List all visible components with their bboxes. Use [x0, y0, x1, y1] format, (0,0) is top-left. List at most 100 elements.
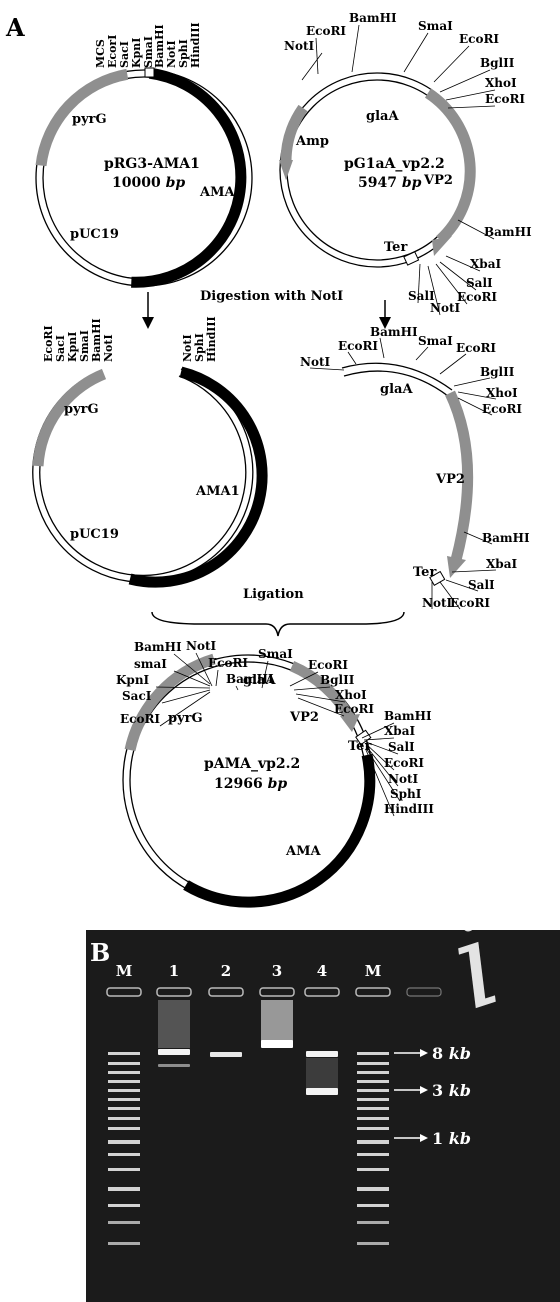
plasmid2-site-sali: SalI	[466, 276, 493, 290]
cut2-vp2-segment	[445, 390, 474, 562]
gel-ladder-band	[108, 1107, 140, 1110]
gel-ladder-band	[108, 1204, 140, 1207]
plasmid3-site-bglii: BglII	[320, 673, 355, 687]
plasmid2-size-unit: bp	[402, 175, 422, 191]
gel-ladder-band	[108, 1071, 140, 1074]
site-leader-line	[463, 531, 493, 545]
cut1-site-sphi: SphI	[193, 333, 206, 362]
gel-ladder-band	[357, 1071, 389, 1074]
plasmid-pg1aa-vp2: glaA Amp pG1aA_vp2.2 5947 bp VP2 Ter Not…	[279, 11, 532, 316]
cut1-ama1-label: AMA1	[195, 484, 240, 499]
gel-well	[355, 987, 391, 997]
plasmid1-site-mcs: MCS	[94, 39, 107, 68]
gel-ladder-band	[108, 1153, 140, 1156]
gel-marker-value: 1	[432, 1129, 449, 1148]
gel-smear	[306, 1058, 338, 1088]
plasmid3-site-hindiii: HindIII	[384, 802, 434, 816]
gel-band	[158, 1064, 190, 1067]
site-leader-line	[445, 255, 481, 272]
plasmid3-ama-segment	[183, 753, 376, 908]
plasmid3-site-bamhi: BamHI	[226, 672, 274, 686]
site-leader-line	[445, 579, 479, 592]
gel-well	[406, 987, 442, 997]
site-leader-line	[365, 747, 401, 802]
site-leader-line	[365, 745, 399, 787]
gel-ladder-band	[108, 1140, 140, 1144]
plasmid1-ama1-label: AMA1	[199, 185, 244, 200]
plasmid1-puc19-label: pUC19	[70, 227, 119, 242]
cut2-site-noti: NotI	[422, 596, 453, 610]
gel-marker-value: 8	[432, 1044, 449, 1063]
plasmid1-size-unit: bp	[166, 175, 186, 191]
gel-lane-label-4: 3	[272, 962, 282, 980]
site-leader-line	[301, 52, 323, 81]
cut2-site-xhoi: XhoI	[486, 386, 518, 400]
plasmid1-ama1-segment	[131, 67, 247, 288]
plasmid1-pyrg-label: pyrG	[72, 112, 107, 127]
plasmid3-site-ecori: EcoRI	[208, 656, 248, 670]
plasmid3-ter-label: Ter	[348, 739, 371, 754]
plasmid3-vp2-label: VP2	[289, 710, 319, 725]
gel-ladder-band	[357, 1062, 389, 1065]
plasmid3-vp2-arrowhead	[340, 714, 360, 732]
cut2-vp2-label: VP2	[435, 472, 465, 487]
plasmid3-site-sphi: SphI	[390, 787, 422, 801]
gel-ladder-band	[357, 1127, 389, 1130]
cut1-pyrg-label: pyrG	[64, 402, 99, 417]
plasmid2-glaa-label: glaA	[366, 109, 399, 124]
site-leader-line	[433, 45, 470, 83]
site-leader-line	[155, 686, 211, 689]
plasmid2-site-xbai: XbaI	[470, 257, 501, 271]
plasmid2-site-ecori: EcoRI	[457, 290, 497, 304]
gel-band	[210, 1052, 242, 1057]
gel-marker-label-1kb: 1 kb	[432, 1129, 471, 1148]
cut2-site-ecori: EcoRI	[482, 402, 522, 416]
cut2-site-bglii: BglII	[480, 365, 515, 379]
gel-ladder-band	[108, 1221, 140, 1224]
plasmid3-site-labels: BamHIsmaIKpnISacIEcoRINotIEcoRIBamHISmaI…	[116, 639, 434, 817]
cut2-site-xbai: XbaI	[486, 557, 517, 571]
gel-marker-unit: kb	[449, 1044, 471, 1063]
plasmid3-size-value: 12966	[214, 776, 263, 792]
cut2-site-bamhi: BamHI	[370, 325, 418, 339]
site-leader-line	[427, 265, 441, 316]
plasmid2-site-bamhi: BamHI	[484, 225, 532, 239]
plasmid2-site-sali: SalI	[408, 289, 435, 303]
cut2-vp2-arrowhead	[447, 556, 466, 578]
gel-marker-unit: kb	[449, 1081, 471, 1100]
plasmid2-site-ecori: EcoRI	[306, 24, 346, 38]
plasmid2-site-smai: SmaI	[418, 19, 453, 33]
gel-ladder-band	[357, 1117, 389, 1120]
site-leader-line	[195, 652, 213, 687]
site-leader-line	[417, 263, 421, 304]
plasmid1-site-ecori: EcorI	[106, 35, 119, 68]
plasmid3-size-unit: bp	[268, 776, 288, 792]
gel-band	[158, 1049, 190, 1055]
gel-ladder-band	[108, 1098, 140, 1101]
gel-ladder-band	[357, 1080, 389, 1083]
gel-smear	[158, 1000, 190, 1048]
gel-ladder-band	[357, 1153, 389, 1156]
site-leader-line	[361, 722, 395, 739]
gel-lane-label-5: 4	[317, 962, 327, 980]
plasmid3-site-ecori: EcoRI	[120, 712, 160, 726]
site-leader-line	[293, 686, 331, 691]
cut1-site-noti: NotI	[102, 334, 115, 362]
plasmid2-amp-label: Amp	[295, 134, 329, 149]
site-leader-line	[295, 693, 346, 703]
site-leader-line	[415, 346, 429, 361]
site-leader-line	[161, 689, 211, 704]
cut2-ter-label: Ter	[413, 565, 436, 580]
gel-marker-arrowhead	[420, 1134, 428, 1142]
site-leader-line	[365, 749, 395, 817]
gel-ladder-band	[357, 1168, 389, 1171]
plasmid2-amp-arrowhead	[279, 160, 293, 180]
cut2-glaa-label: glaA	[380, 382, 413, 397]
gel-size-markers: 8 kb3 kb1 kb	[394, 1044, 471, 1148]
cut1-site-bamhi: BamHI	[90, 318, 103, 362]
